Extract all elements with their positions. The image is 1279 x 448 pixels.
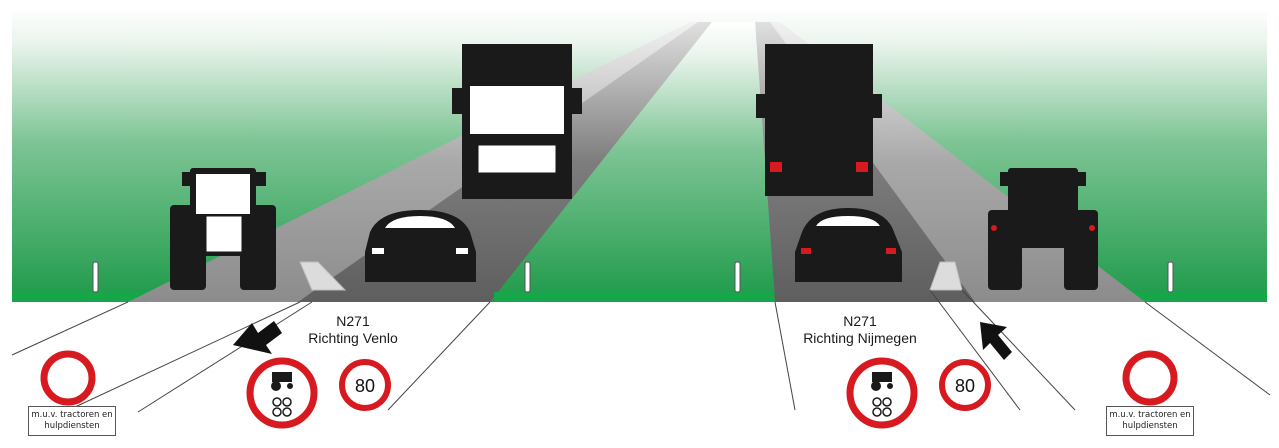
center-verge-strip [494, 292, 774, 302]
speed-sign-right: 80 [942, 362, 988, 408]
speed-sign-left: 80 [342, 362, 388, 408]
closed-sign-right [1126, 354, 1174, 402]
exception-plate-left: m.u.v. tractoren en hulpdiensten [28, 406, 116, 436]
left-road-number: N271 [268, 313, 438, 330]
right-road-number: N271 [775, 313, 945, 330]
right-destination: Richting Nijmegen [775, 330, 945, 347]
no-tractor-cycle-sign-right [850, 361, 914, 425]
speed-limit-right: 80 [955, 376, 975, 396]
no-tractor-cycle-sign-left [250, 361, 314, 425]
exception-plate-right: m.u.v. tractoren en hulpdiensten [1106, 406, 1194, 436]
closed-sign-left [44, 354, 92, 402]
left-destination: Richting Venlo [268, 330, 438, 347]
car-left-lane [365, 210, 476, 282]
right-direction-label: N271 Richting Nijmegen [775, 313, 945, 347]
left-direction-label: N271 Richting Venlo [268, 313, 438, 347]
speed-limit-left: 80 [355, 376, 375, 396]
truck-rear [756, 44, 882, 196]
truck-front-white [452, 44, 582, 199]
foreground [0, 302, 1279, 448]
